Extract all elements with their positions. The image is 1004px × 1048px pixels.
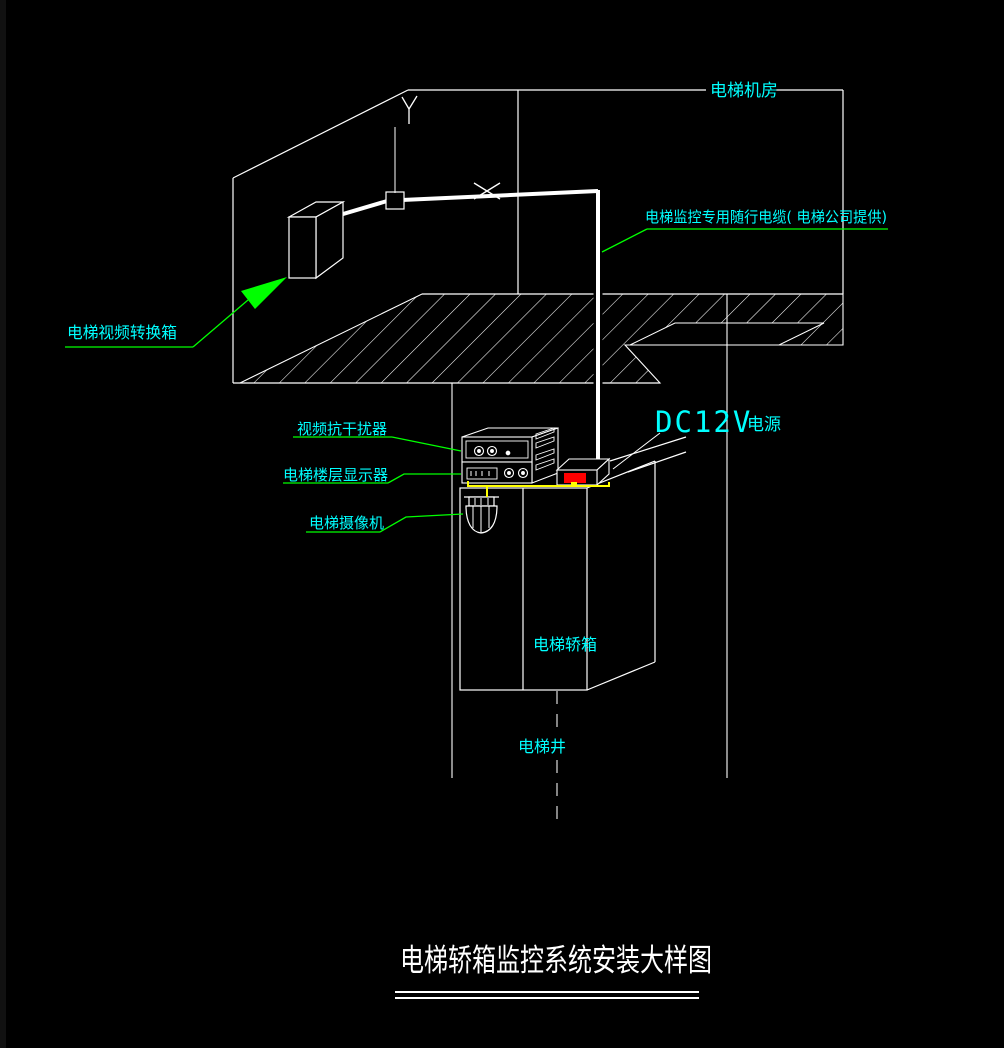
- slab-hatch: [239, 293, 844, 384]
- dc-power-supply: [555, 457, 611, 487]
- x-cross-marker: [473, 182, 501, 200]
- power-indicator-light: [564, 473, 586, 483]
- drawing-title: 电梯轿箱监控系统安装大样图: [400, 943, 712, 979]
- panel-edge-strip: [0, 0, 6, 1048]
- machine-room-label-bg: [706, 77, 776, 100]
- leader-lines: [65, 228, 888, 533]
- cable-junction-square: [385, 191, 405, 210]
- label-dc-power: DC12V: [655, 405, 752, 439]
- power-leader-line: [612, 432, 661, 470]
- camera-dome: [464, 496, 499, 534]
- label-video-converter-box: 电梯视频转换箱: [67, 323, 177, 342]
- floor-display-screen: [466, 467, 498, 480]
- label-elevator-car: 电梯轿箱: [533, 635, 597, 654]
- vent-slats: [535, 427, 555, 471]
- label-floor-display: 电梯楼层显示器: [283, 466, 388, 484]
- signal-cable: [467, 481, 610, 497]
- label-machine-room: 电梯机房: [710, 81, 778, 101]
- video-converter-box: [286, 200, 346, 280]
- label-dc-power-unit: 电源: [747, 415, 781, 435]
- floor-display-device: [461, 461, 533, 484]
- label-elevator-shaft: 电梯井: [518, 737, 566, 756]
- title-underline: [395, 991, 699, 999]
- label-traveling-cable: 电梯监控专用随行电缆( 电梯公司提供): [645, 208, 887, 226]
- leader-arrow: [241, 277, 287, 309]
- y-axis-marker: [401, 95, 418, 124]
- label-interference-suppressor: 视频抗干扰器: [297, 420, 387, 438]
- shaft-label-bg: [512, 733, 586, 758]
- interference-suppressor-device: [461, 427, 559, 484]
- label-camera: 电梯摄像机: [309, 514, 384, 532]
